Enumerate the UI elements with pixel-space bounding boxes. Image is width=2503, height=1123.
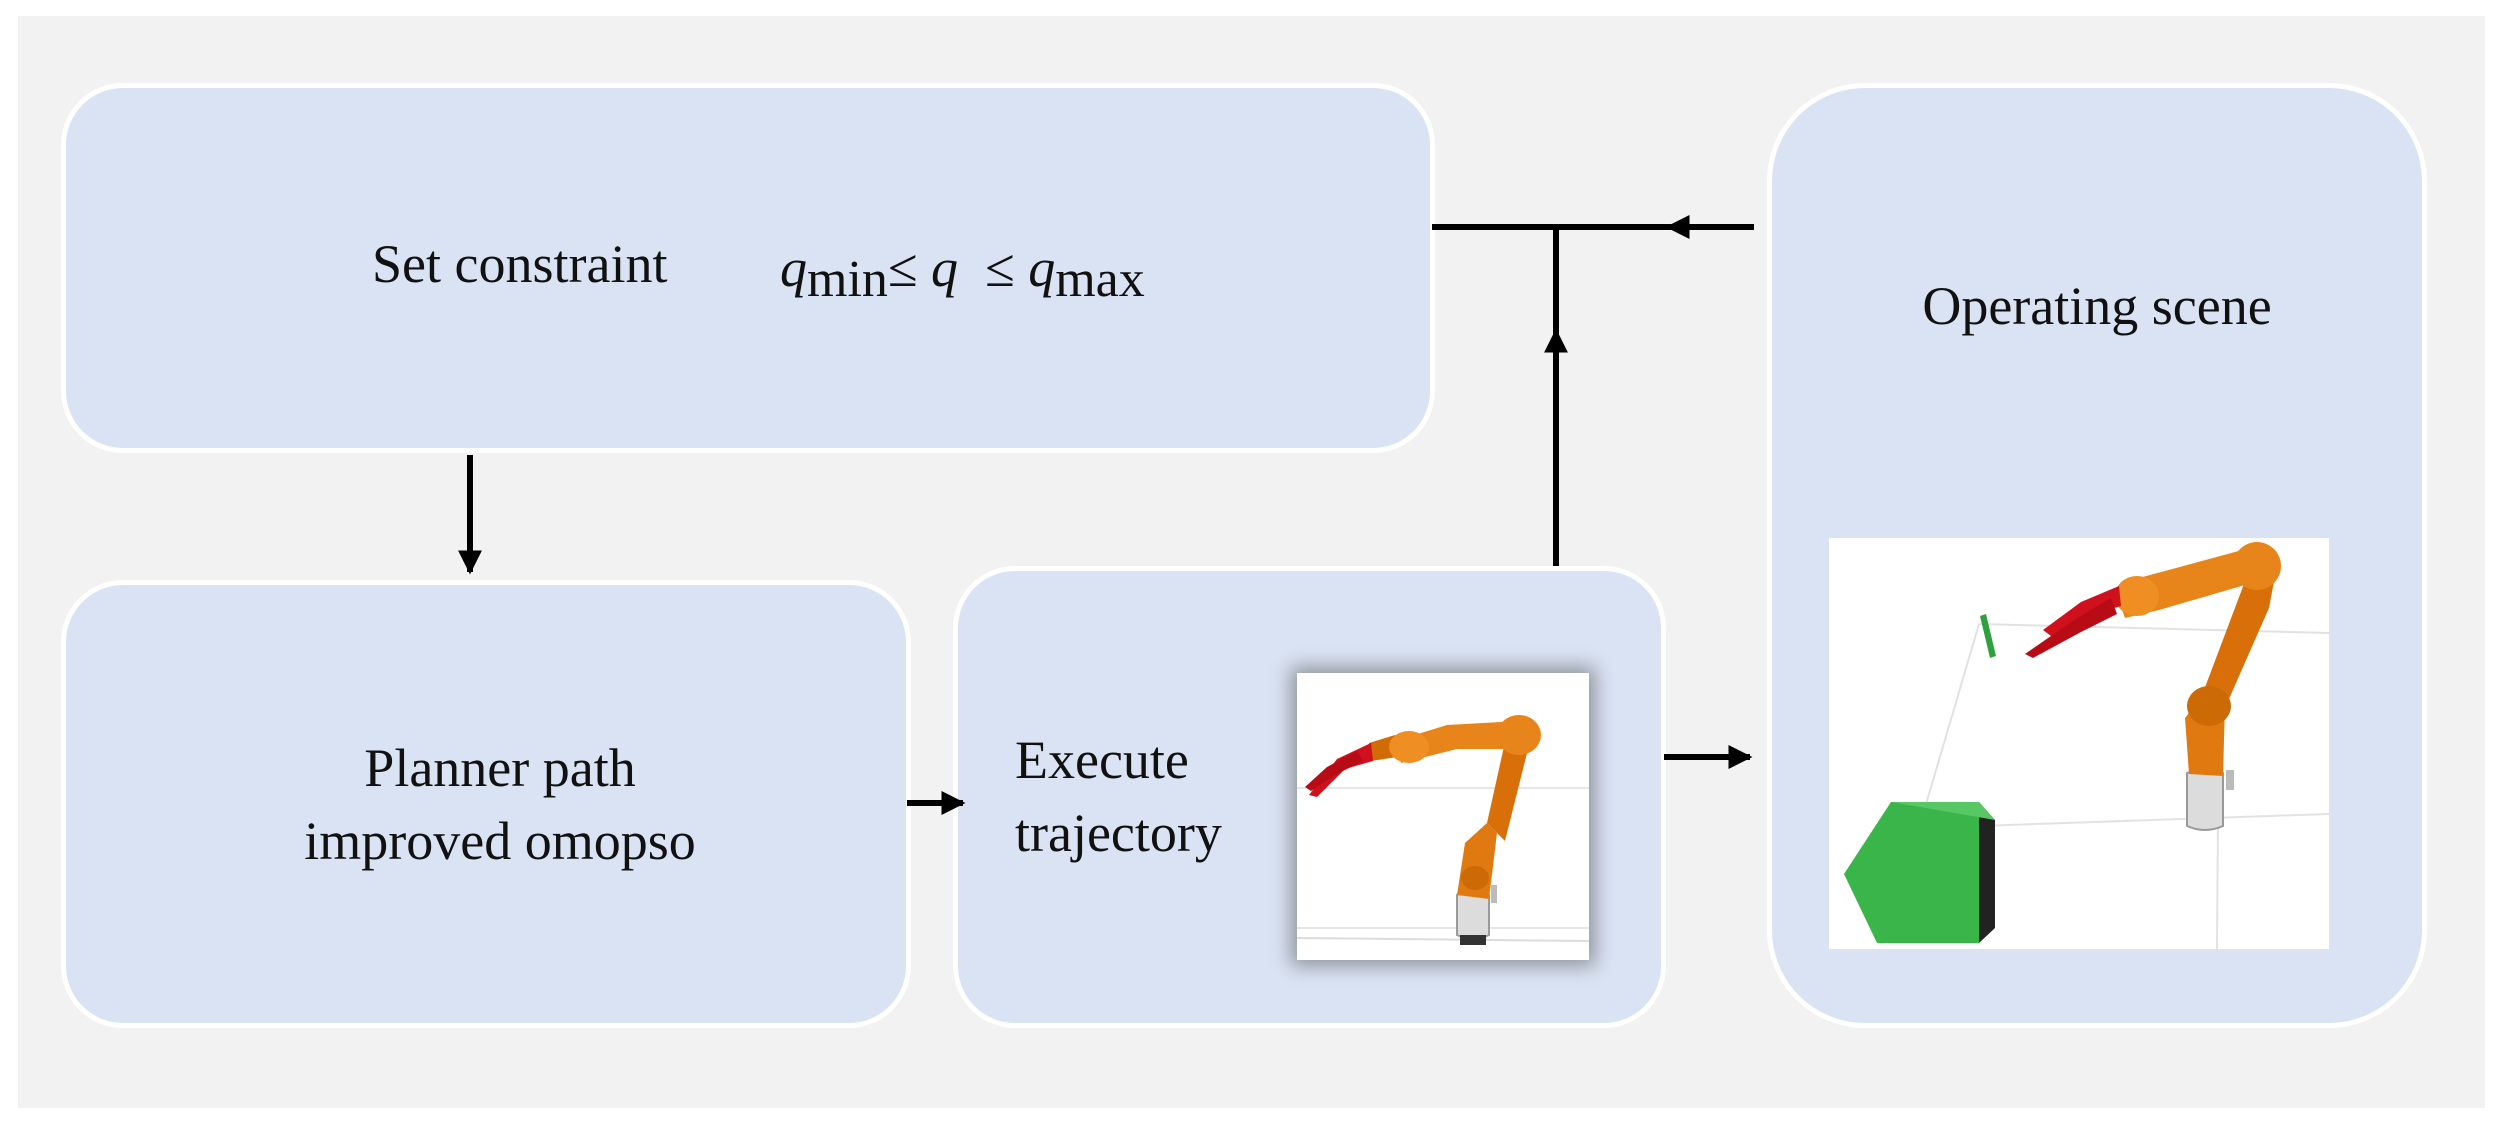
execute-trajectory-label: Execute trajectory [1015,724,1222,870]
formula-le-1: ≤ [887,238,918,298]
formula-q-right: q [1028,238,1056,298]
planner-path-label: Planner path improved omopso [150,732,850,878]
operating-scene-image [1829,538,2329,949]
robot-arm-image-small [1297,673,1589,960]
operating-scene-label: Operating scene [1922,276,2272,336]
execute-line-1: Execute [1015,730,1189,790]
planner-line-1: Planner path [364,738,636,798]
planner-path-box [61,580,911,1028]
planner-line-2: improved omopso [304,810,696,871]
set-constraint-box [61,83,1435,453]
formula-le-2: ≤ [985,238,1015,298]
formula-q-mid: q [931,238,959,298]
formula-min-subscript: min [807,251,888,308]
operating-scene-render-icon [1844,542,2329,949]
robot-arm-small-icon [1297,715,1589,945]
joint-limit-formula: qmin≤ q ≤ qmax [780,232,1145,308]
formula-max-subscript: max [1055,251,1145,308]
execute-line-2: trajectory [1015,802,1222,863]
formula-q-left: q [780,238,807,298]
set-constraint-label: Set constraint [372,234,668,294]
